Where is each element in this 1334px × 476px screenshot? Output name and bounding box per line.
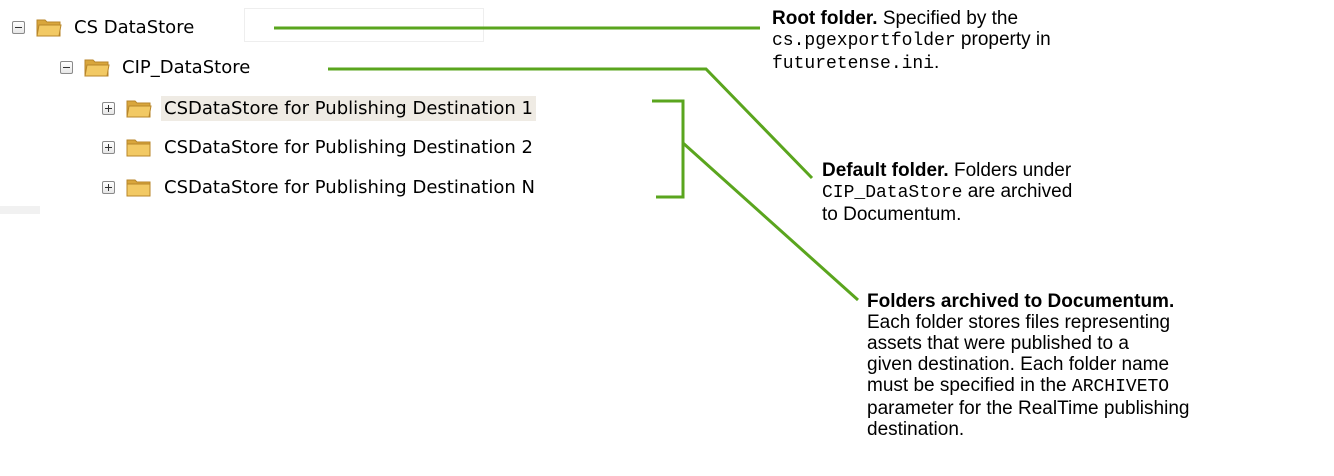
annotation-default: Default folder. Folders under CIP_DataSt… xyxy=(822,160,1322,225)
annotation-archived-line: given destination. Each folder name xyxy=(867,354,1170,375)
archived-connector xyxy=(681,141,860,302)
tree-label-destination-n[interactable]: CSDataStore for Publishing Destination N xyxy=(164,176,535,198)
expand-toggle-icon[interactable] xyxy=(102,101,115,115)
annotation-root-code: cs.pgexportfolder xyxy=(772,31,956,51)
annotation-default-text: Folders under xyxy=(948,160,1072,181)
annotation-default-code: CIP_DataStore xyxy=(822,183,963,203)
folder-icon xyxy=(126,136,152,158)
annotation-root-title: Root folder. xyxy=(772,8,878,29)
expand-toggle-icon[interactable] xyxy=(102,180,115,194)
tree-row-destination-2[interactable]: CSDataStore for Publishing Destination 2 xyxy=(102,130,536,164)
annotation-default-text3: to Documentum. xyxy=(822,204,962,225)
annotation-default-text2: are archived xyxy=(962,181,1073,202)
tree-label-root[interactable]: CS DataStore xyxy=(74,16,195,38)
collapse-toggle-icon[interactable] xyxy=(12,20,25,34)
annotation-archived-line: Each folder stores files representing xyxy=(867,312,1171,333)
tree-row-destination-1[interactable]: CSDataStore for Publishing Destination 1 xyxy=(102,91,536,125)
annotation-archived-title: Folders archived to Documentum. xyxy=(867,291,1175,312)
annotation-default-title: Default folder. xyxy=(822,160,949,181)
annotation-archived-code: ARCHIVETO xyxy=(1071,377,1170,397)
folder-icon xyxy=(126,97,152,119)
annotation-archived-line: parameter for the RealTime publishing xyxy=(867,398,1190,419)
annotation-archived: Folders archived to Documentum. Each fol… xyxy=(867,291,1327,440)
default-connector xyxy=(328,67,814,180)
root-label-box xyxy=(244,8,484,42)
scroll-stub xyxy=(0,206,40,214)
tree-label-default[interactable]: CIP_DataStore xyxy=(122,56,251,78)
tree-label-destination-2[interactable]: CSDataStore for Publishing Destination 2 xyxy=(164,136,533,158)
annotation-archived-line: destination. xyxy=(867,419,965,440)
collapse-toggle-icon[interactable] xyxy=(60,60,73,74)
annotation-root-code2: futuretense.ini xyxy=(772,54,935,74)
annotation-root-text2: property in xyxy=(955,29,1051,50)
tree-label-destination-1[interactable]: CSDataStore for Publishing Destination 1 xyxy=(161,95,536,121)
annotation-root: Root folder. Specified by the cs.pgexpor… xyxy=(772,8,1332,75)
annotation-root-text3: . xyxy=(934,52,940,73)
expand-toggle-icon[interactable] xyxy=(102,140,115,154)
annotation-archived-line: assets that were published to a xyxy=(867,333,1129,354)
folder-open-icon xyxy=(84,56,110,78)
tree-row-destination-n[interactable]: CSDataStore for Publishing Destination N xyxy=(102,170,538,204)
tree-row-root[interactable]: CS DataStore xyxy=(12,10,197,44)
folder-icon xyxy=(126,176,152,198)
bracket-connector xyxy=(652,99,685,199)
tree-row-default[interactable]: CIP_DataStore xyxy=(60,50,253,84)
annotation-archived-line: must be specified in the xyxy=(867,375,1072,396)
folder-open-icon xyxy=(36,16,62,38)
annotation-root-text: Specified by the xyxy=(877,8,1019,29)
